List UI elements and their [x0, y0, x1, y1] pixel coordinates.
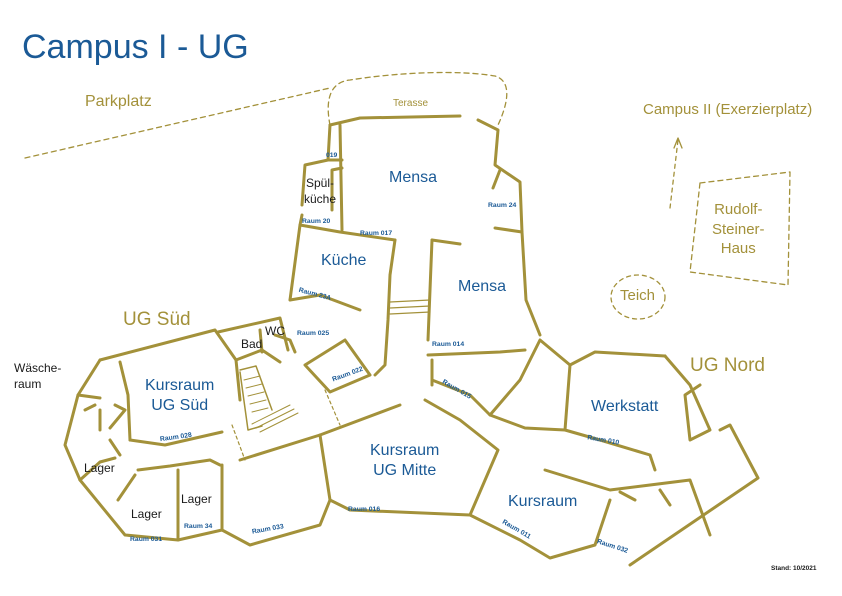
wall-mensa-right: [520, 230, 542, 337]
wall-bad: [234, 348, 282, 364]
wall-kueche-top: [298, 213, 397, 242]
wall-werkstatt-left: [563, 363, 572, 432]
wall-spuel-inner: [330, 166, 344, 212]
wall-kurs-inner: [618, 488, 672, 507]
wall-015: [430, 338, 667, 417]
campus2-arrow-line: [669, 139, 679, 209]
wall-sued-inner-left: [118, 360, 132, 442]
room-number-raum24: Raum 24: [488, 202, 517, 209]
room-lager-1: Lager: [84, 461, 115, 475]
wall-waesche: [76, 393, 102, 432]
room-number-raum014: Raum 014: [432, 341, 465, 348]
room-kursraum: Kursraum: [508, 493, 578, 510]
wall-mensa-divider: [426, 238, 434, 342]
room-lager-2: Lager: [131, 507, 162, 521]
room-number-raum34: Raum 34: [184, 523, 213, 530]
wall-033: [220, 433, 332, 547]
wall-wc-inner: [258, 328, 297, 354]
teich-label: Teich: [620, 287, 656, 304]
wall-mensa-left-top: [300, 123, 332, 207]
wall-sued-left: [63, 358, 102, 482]
wall-mitte-top: [238, 403, 402, 462]
room-number-raum017: Raum 017: [360, 230, 393, 237]
room-bad: Bad: [241, 337, 263, 351]
wall-lager-mid: [136, 458, 222, 472]
room-spuelkueche: Spül-küche: [304, 176, 337, 207]
campus2-label: Campus II (Exerzierplatz): [643, 101, 813, 118]
wall-mensa-top: [328, 114, 462, 127]
wall-mitte-dashed: [324, 389, 341, 426]
wall-mitte-bottom: [328, 498, 472, 517]
room-wc: WC: [265, 324, 285, 338]
wall-23a: [288, 293, 362, 312]
room-number-raum031: Raum 031: [130, 536, 163, 543]
campus2-arrow-head: [673, 137, 683, 149]
wall-mensa-bottom: [426, 348, 527, 357]
teich-outline: [610, 274, 666, 320]
room-number-raum20: Raum 20: [302, 218, 331, 225]
wall-sued-dashed: [231, 424, 246, 461]
room-waescheraum: Wäsche-raum: [14, 361, 62, 392]
wall-werkstatt-mid: [488, 413, 657, 472]
stand-date: Stand: 10/2021: [771, 565, 817, 572]
room-mensa-top: Mensa: [389, 169, 438, 186]
wall-lager-div: [116, 463, 224, 542]
room-lager-3: Lager: [181, 492, 212, 506]
stairs-diag: [251, 404, 299, 433]
page-title: Campus I - UG: [22, 28, 249, 66]
wall-sued-bottom: [128, 430, 224, 447]
parking-edge-line: [24, 87, 331, 159]
steiner-haus-outline: [689, 171, 791, 286]
room-kueche: Küche: [321, 252, 367, 269]
wall-kurs-left: [468, 498, 612, 560]
wall-lager: [78, 438, 122, 482]
wall-werkstatt-far: [628, 423, 760, 567]
wall-kueche-left: [288, 223, 302, 302]
wall-mitte-right: [423, 398, 500, 517]
wall-mensa-inner-left: [430, 238, 462, 246]
wall-lager-bottom: [78, 478, 224, 542]
room-werkstatt: Werkstatt: [591, 398, 659, 415]
wall-mensa-top-right: [476, 118, 524, 234]
wall-waesche-2: [108, 403, 127, 430]
terrace-outline: [327, 71, 508, 126]
wall-sued-stair: [239, 365, 273, 431]
ug-sued-label: UG Süd: [123, 309, 191, 330]
wall-022: [303, 338, 372, 394]
stairs-sued: [243, 375, 269, 413]
stairs-mid: [389, 299, 431, 315]
room-number-raum016: Raum 016: [348, 506, 381, 513]
wall-spuel: [338, 123, 344, 232]
wall-werkstatt-right: [663, 354, 712, 442]
terasse-label: Terasse: [393, 98, 429, 109]
room-mensa-bottom: Mensa: [458, 278, 507, 295]
wall-523: [491, 168, 502, 190]
room-number-raum025: Raum 025: [297, 330, 330, 337]
room-number-019: 019: [326, 152, 338, 159]
wall-sued-outer: [98, 328, 242, 402]
parkplatz-label: Parkplatz: [85, 93, 152, 110]
ug-nord-label: UG Nord: [690, 355, 765, 376]
wall-kueche-right: [373, 238, 397, 377]
steiner-haus-label: Rudolf-Steiner-Haus: [712, 201, 765, 257]
wall-kurs-top: [543, 468, 712, 537]
